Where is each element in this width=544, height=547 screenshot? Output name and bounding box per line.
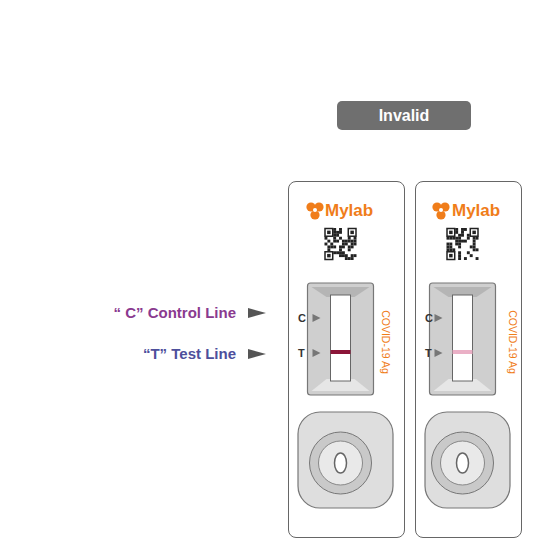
test-line — [331, 350, 351, 354]
qr-code — [447, 228, 479, 260]
control-mark: C — [425, 312, 433, 324]
qr-code — [325, 228, 357, 260]
callout-label: “T” Test Line — [143, 346, 236, 363]
status-label: Invalid — [379, 107, 430, 125]
test-cassette: MylabC T COVID-19 Ag — [288, 181, 405, 538]
pointer-mark — [435, 349, 443, 357]
product-name: COVID-19 Ag — [506, 310, 518, 374]
cassette-body — [415, 181, 522, 538]
control-mark: C — [298, 312, 306, 324]
test-mark: T — [298, 347, 305, 359]
sample-well — [425, 412, 510, 508]
logo-icon — [306, 202, 323, 219]
cassette-fill — [288, 181, 405, 538]
sample-well — [298, 412, 393, 508]
test-cassette: MylabC T COVID-19 Ag — [415, 181, 522, 538]
result-window — [430, 283, 496, 395]
cassette-body — [288, 181, 405, 538]
result-window — [308, 283, 374, 395]
test-strip — [453, 295, 473, 381]
brand-name: Mylab — [452, 202, 500, 221]
status-badge: Invalid — [337, 101, 471, 130]
callout-arrow — [248, 308, 266, 318]
callout-label: “ C” Control Line — [114, 305, 237, 322]
callout-arrow — [248, 349, 266, 359]
test-mark: T — [425, 347, 432, 359]
logo-icon — [432, 202, 449, 219]
product-name: COVID-19 Ag — [379, 310, 391, 374]
pointer-mark — [435, 314, 443, 322]
brand-name: Mylab — [325, 202, 373, 221]
test-line — [453, 350, 473, 354]
pointer-mark — [313, 314, 321, 322]
cassette-fill — [415, 181, 522, 538]
pointer-mark — [313, 349, 321, 357]
test-strip — [331, 295, 351, 381]
